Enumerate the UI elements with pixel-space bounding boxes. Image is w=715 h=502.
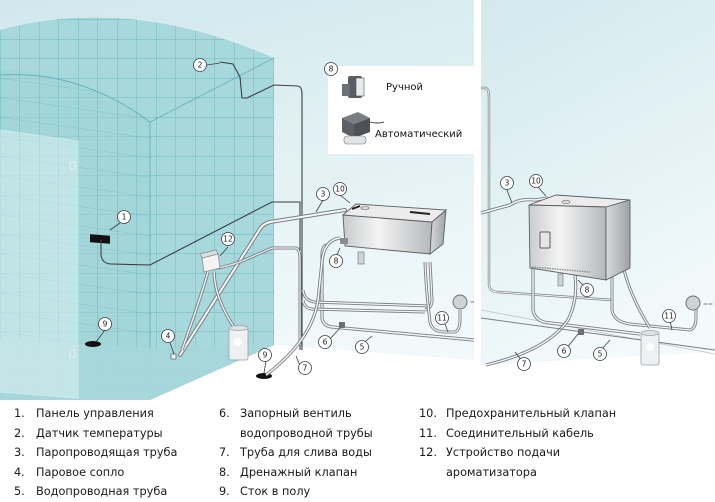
legend-item: водопроводной трубы (240, 426, 373, 440)
svg-text:==: == (703, 301, 713, 308)
callout-11-left: 11 (435, 311, 449, 325)
callout-1: 1 (117, 210, 131, 224)
steam-generator-right (528, 194, 631, 287)
callout-2: 2 (193, 58, 207, 72)
legend-column-1: 1.Панель управления 2.Датчик температуры… (14, 404, 177, 502)
callout-10-left: 10 (333, 182, 347, 196)
legend-item: 2.Датчик температуры (14, 426, 163, 440)
legend-item: 9.Сток в полу (219, 485, 311, 498)
svg-text:5: 5 (360, 343, 365, 352)
svg-text:2: 2 (198, 61, 203, 70)
callout-12: 12 (221, 232, 235, 246)
callout-3-left: 3 (316, 187, 330, 201)
callout-8-right: 8 (580, 283, 594, 297)
legend-item: 11.Соединительный кабель (419, 426, 594, 440)
callout-8-left: 8 (329, 254, 343, 268)
aroma-container (228, 325, 249, 361)
svg-text:9: 9 (103, 320, 108, 329)
legend-item: ароматизатора (446, 465, 537, 479)
remote-control-unit-right (685, 295, 701, 311)
svg-text:10: 10 (531, 177, 541, 186)
manual-valve-icon (342, 76, 365, 98)
remote-control-unit (452, 294, 468, 310)
shower-enclosure (0, 17, 275, 400)
temperature-sensor-wire (219, 61, 303, 350)
steam-pipe (178, 208, 347, 357)
legend-item: 6.Запорный вентиль (219, 407, 352, 420)
svg-text:5: 5 (598, 350, 603, 359)
callout-4: 4 (161, 329, 175, 343)
svg-text:8: 8 (585, 286, 590, 295)
aroma-container-right (640, 330, 660, 366)
panel-divider (474, 0, 481, 400)
automatic-valve-icon (342, 112, 385, 145)
svg-text:10: 10 (335, 185, 345, 194)
callout-9-floor: 9 (258, 348, 272, 362)
right-water-pipes (480, 86, 715, 367)
callout-5-right: 5 (593, 347, 607, 361)
callout-3-right: 3 (500, 176, 514, 190)
svg-text:6: 6 (323, 338, 328, 347)
legend-column-2: 6.Запорный вентиль водопроводной трубы 7… (219, 404, 373, 502)
callouts: 1 2 3 10 8 12 4 9 9 7 6 5 11 8 3 10 8 11… (98, 58, 676, 375)
automatic-valve-label: Автоматический (375, 129, 462, 140)
glass-door (0, 129, 79, 399)
steam-nozzle (170, 353, 177, 360)
legend-column-3: 10.Предохранительный клапан 11.Соедините… (419, 404, 616, 482)
legend-item: 12.Устройство подачи (419, 446, 561, 459)
svg-text:6: 6 (562, 347, 567, 356)
control-panel-wire (100, 201, 301, 350)
svg-text:3: 3 (505, 179, 510, 188)
legend-item: 4.Паровое сопло (14, 465, 125, 479)
legend-item: 7.Труба для слива воды (219, 446, 372, 459)
aroma-tubes (180, 246, 302, 351)
svg-text:4: 4 (166, 332, 171, 341)
callout-7-left: 7 (298, 361, 312, 375)
shutoff-valve (339, 322, 345, 328)
callout-8-inset: 8 (324, 62, 338, 76)
legend-item: 8.Дренажный клапан (219, 465, 358, 479)
control-panel (90, 234, 110, 244)
legend-item: 1.Панель управления (14, 407, 154, 420)
svg-text:9: 9 (263, 351, 268, 360)
drain-valve-inset: Ручной Автоматический (328, 66, 474, 154)
callout-7-right: 7 (517, 357, 531, 371)
shutoff-valve-right (578, 329, 584, 335)
shower-floor-drain (85, 341, 101, 347)
svg-text:7: 7 (522, 360, 527, 369)
callout-9-shower: 9 (98, 317, 112, 331)
svg-text:7: 7 (303, 364, 308, 373)
callout-6-left: 6 (318, 335, 332, 349)
svg-text:11: 11 (437, 314, 447, 323)
legend-item: 10.Предохранительный клапан (419, 407, 617, 420)
aroma-device (199, 249, 221, 273)
svg-text:3: 3 (321, 190, 326, 199)
legend-item: 5.Водопроводная труба (14, 485, 168, 498)
left-water-pipes (265, 236, 475, 377)
svg-text:8: 8 (334, 257, 339, 266)
svg-text:1: 1 (122, 213, 127, 222)
svg-text:12: 12 (223, 235, 233, 244)
manual-valve-label: Ручной (386, 82, 423, 93)
svg-text:11: 11 (664, 312, 674, 321)
svg-text:8: 8 (329, 65, 334, 74)
installation-diagram: == Ручной Автоматический (0, 0, 715, 400)
left-floor (150, 345, 474, 400)
callout-10-right: 10 (529, 174, 543, 188)
legend-item: 3.Паропроводящая труба (14, 446, 178, 459)
callout-6-right: 6 (557, 344, 571, 358)
callout-11-right: 11 (662, 309, 676, 323)
steam-generator-left (340, 203, 448, 265)
callout-5-left: 5 (355, 340, 369, 354)
